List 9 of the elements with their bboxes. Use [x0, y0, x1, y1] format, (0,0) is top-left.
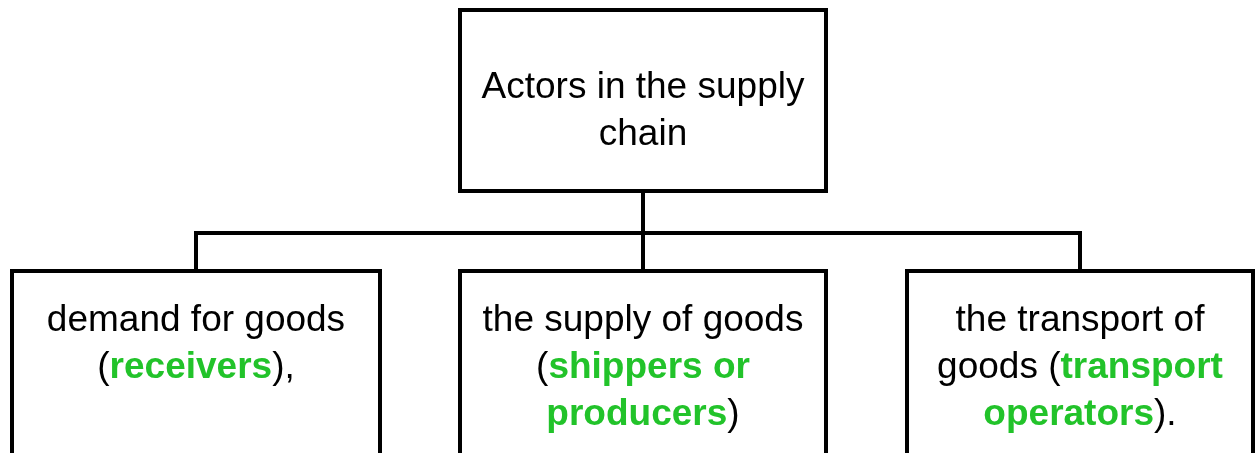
connector-line [641, 193, 1082, 269]
category-box [10, 269, 382, 453]
box-text: demand for goods (receivers), [45, 297, 347, 388]
box-text: the supply of goods (shippers or producers) [481, 297, 805, 435]
box-text: the transport of goods (transport operators). [936, 297, 1224, 435]
box-text: Actors in the supply chain [480, 64, 806, 155]
root-box [458, 8, 828, 193]
category-box [905, 269, 1255, 453]
category-box [458, 269, 828, 453]
